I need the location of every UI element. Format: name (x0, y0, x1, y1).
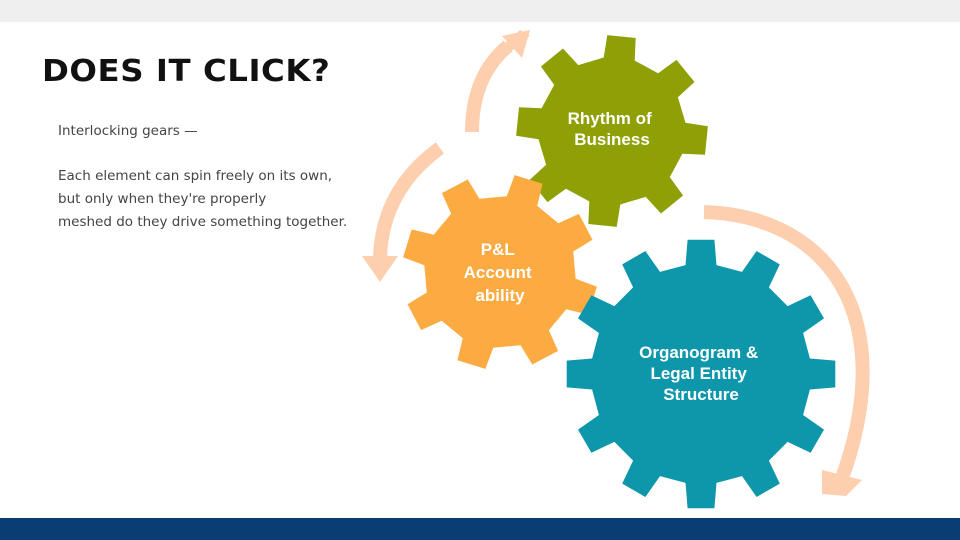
gear-label-line: Structure (663, 385, 739, 404)
slide-body: Interlocking gears — Each element can sp… (58, 120, 378, 234)
body-line: meshed do they drive something together. (58, 214, 348, 230)
arrow-left-curve (362, 142, 445, 282)
arrow-body (703, 205, 870, 481)
svg-text:P&L Account abilit: P&L Account ability (464, 240, 537, 305)
arrow-body (373, 142, 445, 259)
body-line: but only when they're properly (58, 191, 267, 207)
gear-label-line: Account (464, 263, 532, 282)
arrow-head (362, 256, 398, 282)
slide-title: DOES IT CLICK? (42, 54, 331, 89)
body-line: Each element can spin freely on its own, (58, 168, 333, 184)
top-band (0, 0, 960, 22)
gear-label-line: Business (574, 130, 650, 149)
arrow-up-curve (465, 30, 530, 133)
gear-shape (566, 239, 836, 509)
intro-text: Interlocking gears — (58, 123, 198, 139)
gear-rhythm-of-business: Rhythm of Business (516, 35, 708, 227)
bottom-band (0, 518, 960, 540)
arrow-right-curve (703, 205, 870, 496)
arrow-head (822, 470, 862, 496)
gear-label-line: ability (475, 286, 525, 305)
gear-label-line: Organogram & (639, 343, 758, 362)
gear-label-line: Legal Entity (650, 364, 747, 383)
gear-label-line: P&L (481, 240, 515, 259)
svg-text:Organogram & Legal Entit: Organogram & Legal Entity Structure (639, 343, 763, 404)
svg-text:Rhythm of Business: Rhythm of Business (568, 109, 657, 149)
gear-label-line: Rhythm of (568, 109, 652, 128)
arrow-body (465, 40, 513, 133)
arrows (362, 30, 870, 496)
gear-shape (516, 35, 708, 227)
gear-pl-accountability: P&L Account ability (403, 175, 597, 369)
gear-shape (403, 175, 597, 369)
arrow-head (502, 30, 530, 58)
gear-organogram: Organogram & Legal Entity Structure (566, 239, 836, 509)
